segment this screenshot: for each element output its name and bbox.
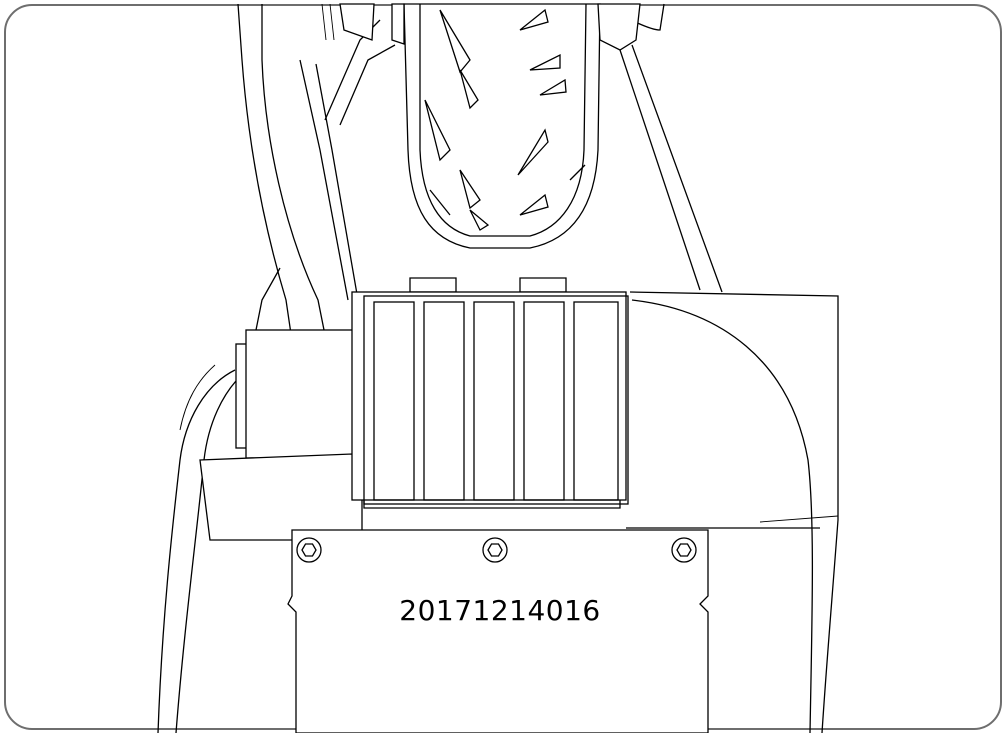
shock-mount bbox=[199, 329, 363, 541]
light-block bbox=[351, 277, 629, 509]
upper-brackets bbox=[339, 3, 641, 51]
license-plate bbox=[287, 529, 709, 733]
plate-number: 20171214016 bbox=[399, 594, 600, 627]
bolt-icon bbox=[296, 537, 322, 563]
rear-tire bbox=[403, 3, 601, 249]
bolt-icon bbox=[482, 537, 508, 563]
bolt-icon bbox=[671, 537, 697, 563]
